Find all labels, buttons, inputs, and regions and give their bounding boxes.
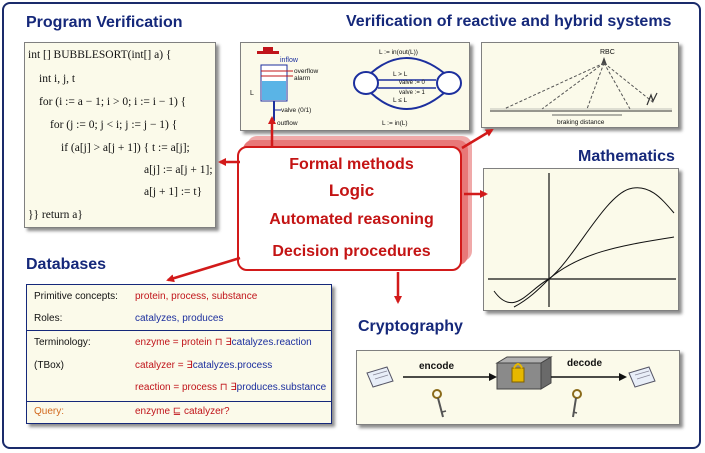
radio-link (586, 62, 605, 110)
tank-water (262, 81, 286, 100)
db-value-reaction: reaction = process ⊓ ∃produces.substance (135, 382, 326, 393)
db-value-enzyme-b: catalyzes.reaction (231, 337, 312, 348)
db-value-catalyzer-b: catalyzes.process (192, 360, 273, 371)
top-transition (370, 57, 445, 74)
outflow-label: outflow (277, 120, 298, 127)
rbc-antenna-icon (601, 57, 607, 65)
key-icon (572, 389, 582, 418)
divider (27, 401, 331, 402)
code-line: }} return a} (28, 209, 83, 221)
automaton-valve-off: valve := 0 (399, 80, 426, 86)
obstacle-icon (646, 92, 658, 106)
train-control-panel: RBC braking distance (481, 42, 679, 128)
train-diagram: RBC braking distance (490, 49, 672, 126)
radio-link (603, 62, 631, 110)
curve-log (513, 236, 675, 308)
code-line: int i, j, t (39, 73, 76, 85)
center-automated-reasoning: Automated reasoning (269, 211, 434, 228)
key-icon (432, 389, 447, 418)
heading-program-verification: Program Verification (26, 14, 183, 31)
automaton-upper-label: L > L (393, 71, 408, 78)
alarm-label: alarm (294, 75, 310, 82)
automaton-lower-label: L ≤ L (393, 97, 408, 104)
heading-mathematics: Mathematics (578, 148, 675, 165)
automaton-top-label: L := in(out(L)) (379, 49, 418, 56)
db-value-query: enzyme ⊑ catalyzer? (135, 406, 230, 417)
safe-lock-icon (495, 356, 553, 390)
encode-arrowhead (489, 373, 497, 381)
center-decision-procedures: Decision procedures (272, 243, 431, 260)
automaton-bottom-label: L := in(L) (382, 120, 408, 127)
level-label: L (250, 90, 254, 97)
db-label-tbox: (TBox) (34, 360, 64, 371)
encode-label: encode (419, 361, 454, 372)
reactive-diagram: inflow overflow alarm L valve (0/1) outf… (250, 47, 462, 127)
heading-reactive-hybrid: Verification of reactive and hybrid syst… (346, 13, 672, 30)
code-line: int [] BUBBLESORT(int[] a) { (28, 49, 172, 61)
code-line: for (i := a − 1; i > 0; i := i − 1) { (39, 96, 187, 108)
decoded-document-icon (628, 366, 656, 388)
crypto-diagram: encode decode (366, 356, 656, 418)
reactive-systems-panel: inflow overflow alarm L valve (0/1) outf… (240, 42, 470, 131)
inflow-valve-icon (263, 47, 273, 51)
code-line: a[j + 1] := t} (144, 186, 203, 198)
bottom-transition (370, 92, 445, 110)
db-value-roles: catalyzes, produces (135, 313, 224, 324)
db-value-catalyzer: catalyzer = ∃catalyzes.process (135, 360, 272, 371)
code-line: if (a[j] > a[j + 1]) { t := a[j]; (61, 142, 190, 154)
decode-arrowhead (619, 373, 627, 381)
valve-label: valve (0/1) (281, 107, 311, 114)
overflow-label: overflow (294, 68, 319, 75)
db-label-terminology: Terminology: (34, 337, 91, 348)
crypto-panel: encode decode (356, 350, 680, 425)
state-on (436, 71, 462, 95)
code-line: a[j] := a[j + 1]; (144, 164, 213, 176)
inflow-label: inflow (280, 57, 299, 64)
divider (27, 330, 331, 331)
database-panel: Primitive concepts: protein, process, su… (26, 284, 332, 424)
db-value-enzyme: enzyme = protein ⊓ ∃catalyzes.reaction (135, 337, 312, 348)
curve-sine (493, 187, 675, 304)
radio-link (603, 62, 655, 104)
outer-frame (2, 2, 701, 449)
db-value-reaction-a: reaction = process ⊓ ∃ (135, 382, 237, 393)
heading-databases: Databases (26, 256, 107, 273)
center-formal-methods: Formal methods (289, 156, 414, 173)
radio-link (503, 62, 605, 110)
inflow-pipe (257, 51, 279, 54)
code-line: for (j := 0; j < i; j := j − 1) { (50, 119, 178, 131)
braking-label: braking distance (557, 119, 605, 126)
heading-cryptography: Cryptography (358, 318, 463, 335)
function-plot (488, 173, 676, 308)
automaton-valve-on: valve := 1 (399, 90, 426, 96)
db-value-enzyme-a: enzyme = protein ⊓ ∃ (135, 337, 232, 348)
db-value-reaction-b: produces.substance (236, 382, 327, 393)
core-topics-box: Formal methods Logic Automated reasoning… (237, 146, 462, 271)
math-plot-panel (483, 168, 679, 311)
db-label-query: Query: (34, 406, 65, 417)
state-off (353, 71, 379, 95)
db-value-primitive: protein, process, substance (135, 291, 258, 302)
db-label-roles: Roles: (34, 313, 63, 324)
rbc-label: RBC (600, 49, 615, 56)
decode-label: decode (567, 358, 602, 369)
center-logic: Logic (328, 181, 375, 200)
program-code-panel: int [] BUBBLESORT(int[] a) { int i, j, t… (24, 42, 216, 228)
db-label-primitive: Primitive concepts: (34, 291, 118, 302)
db-value-catalyzer-a: catalyzer = ∃ (135, 360, 193, 371)
plaintext-document-icon (366, 366, 394, 388)
radio-link (541, 62, 605, 110)
